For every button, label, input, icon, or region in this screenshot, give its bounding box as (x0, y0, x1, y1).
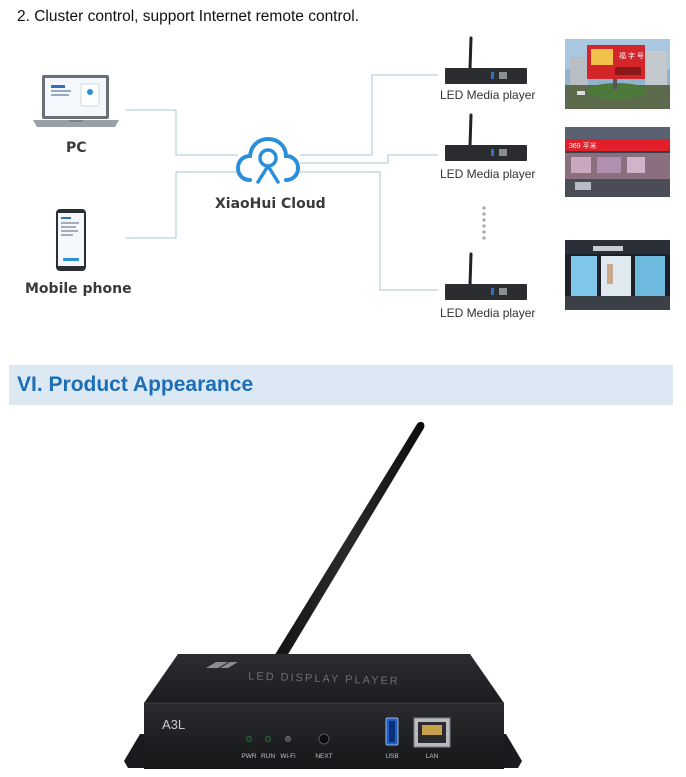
run-label: RUN (261, 753, 275, 760)
storefront-sign-text: 369 平米 (569, 141, 597, 150)
ellipsis-dots (482, 206, 486, 240)
top-label: LED DISPLAY PLAYER (248, 670, 400, 687)
lan-label: LAN (426, 753, 439, 760)
pc-label: PC (66, 140, 87, 156)
antenna (268, 421, 425, 671)
model-label: A3L (162, 717, 185, 732)
usb-label: USB (385, 753, 398, 760)
player-label-2: LED Media player (440, 167, 536, 181)
phone-label: Mobile phone (25, 281, 132, 297)
player-label-1: LED Media player (440, 88, 536, 102)
run-led (264, 735, 271, 742)
storefront-photo: 369 平米 (565, 127, 670, 197)
section-heading: 2. Cluster control, support Internet rem… (17, 8, 360, 25)
connection-lines (125, 74, 438, 291)
billboard-photo: 福 字 号 (565, 39, 670, 109)
section-title: VI. Product Appearance (17, 373, 254, 396)
wifi-label: Wi-Fi (280, 753, 295, 760)
shop-window-photo (565, 240, 670, 310)
cloud-icon (236, 136, 300, 184)
next-button (318, 733, 330, 745)
player-label-3: LED Media player (440, 306, 536, 320)
pwr-label: PWR (241, 753, 256, 760)
pwr-led (245, 735, 252, 742)
laptop-icon (33, 75, 119, 127)
cloud-label: XiaoHui Cloud (215, 196, 326, 212)
product-image: LED DISPLAY PLAYER A3L PWR RUN Wi-Fi NEX… (124, 421, 522, 769)
phone-icon (56, 209, 86, 271)
wifi-led (284, 735, 291, 742)
media-player-icon (445, 36, 527, 84)
brand-logo-icon (206, 662, 238, 668)
next-label: NEXT (315, 753, 332, 760)
media-player-icon (445, 252, 527, 300)
billboard-sign-text: 福 字 号 (619, 51, 644, 60)
section-header: VI. Product Appearance (9, 365, 673, 405)
media-player-icon (445, 113, 527, 161)
